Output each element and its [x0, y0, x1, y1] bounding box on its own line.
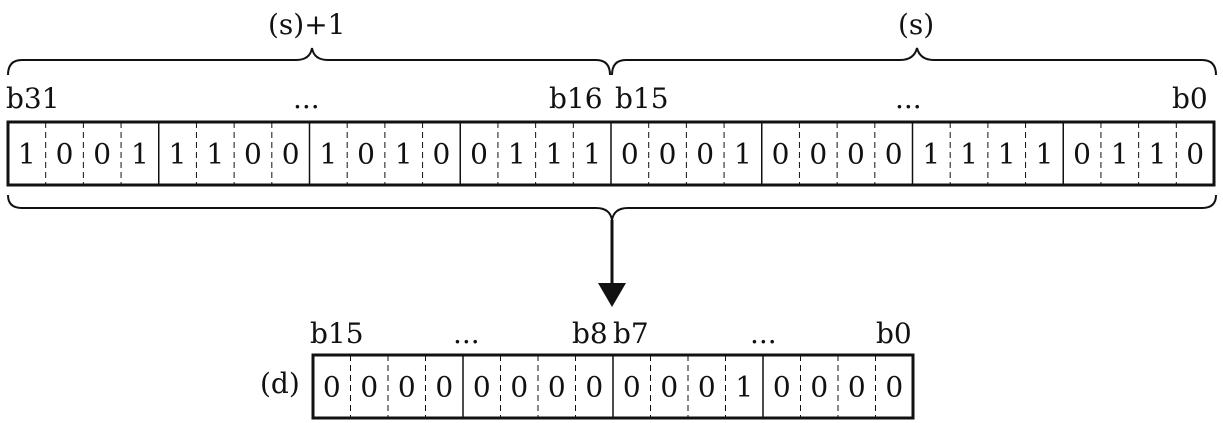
bottom-register-bit-cell: 0	[510, 371, 528, 404]
top-register-bit-cell: 1	[206, 138, 224, 171]
upper-word-brace	[7, 47, 611, 76]
bottom-register-bit-cell: 0	[435, 371, 453, 404]
conversion-arrow-head	[598, 283, 626, 307]
bottom-right-dots: ...	[750, 317, 777, 350]
top-msb-label: b31	[6, 82, 60, 115]
bottom-lsb-label: b0	[876, 317, 912, 350]
top-left-dots: ...	[293, 82, 320, 115]
bottom-register-bit-cell: 0	[360, 371, 378, 404]
bottom-b7-label: b7	[613, 317, 649, 350]
top-register-bit-cell: 1	[169, 138, 187, 171]
bottom-register-bit-cell: 0	[698, 371, 716, 404]
bottom-register-bit-cell: 0	[660, 371, 678, 404]
bottom-register-bit-cell: 0	[773, 371, 791, 404]
top-register-bit-cell: 1	[922, 138, 940, 171]
bottom-register-bit-cell: 0	[623, 371, 641, 404]
bottom-register-bit-cell: 0	[548, 371, 566, 404]
lower-word-brace	[611, 47, 1217, 76]
top-register-bit-cell: 1	[960, 138, 978, 171]
top-register-bit-cell: 1	[131, 138, 149, 171]
destination-label: (d)	[260, 367, 300, 400]
top-register-bit-cell: 0	[696, 138, 714, 171]
top-register-bit-cell: 1	[998, 138, 1016, 171]
top-register-bit-cell: 0	[282, 138, 300, 171]
top-register-bit-cell: 1	[1111, 138, 1129, 171]
lower-word-label: (s)	[898, 8, 934, 41]
top-register-bit-cell: 0	[621, 138, 639, 171]
top-b15-label: b15	[615, 82, 669, 115]
top-lsb-label: b0	[1172, 82, 1208, 115]
bottom-b8-label: b8	[572, 317, 608, 350]
top-register-bit-cell: 1	[18, 138, 36, 171]
top-register-bit-cell: 1	[508, 138, 526, 171]
bottom-register-bit-cell: 1	[735, 371, 753, 404]
top-register-bit-cell: 0	[244, 138, 262, 171]
top-register-bit-cell: 1	[1035, 138, 1053, 171]
top-register-bit-cell: 0	[1073, 138, 1091, 171]
top-b16-label: b16	[549, 82, 603, 115]
top-right-dots: ...	[895, 82, 922, 115]
bottom-msb-label: b15	[310, 317, 364, 350]
bottom-register-bit-cell: 0	[585, 371, 603, 404]
bottom-register-bit-cell: 0	[323, 371, 341, 404]
upper-word-label: (s)+1	[268, 8, 346, 41]
top-register-bit-cell: 0	[809, 138, 827, 171]
bottom-register-bit-cell: 0	[885, 371, 903, 404]
top-register-bit-cell: 0	[659, 138, 677, 171]
top-register-bit-cell: 0	[470, 138, 488, 171]
top-register-bit-cell: 0	[1186, 138, 1204, 171]
top-register-bit-cell: 0	[847, 138, 865, 171]
top-register-bit-cell: 0	[357, 138, 375, 171]
top-register-bit-cell: 0	[885, 138, 903, 171]
top-register-bit-cell: 1	[546, 138, 564, 171]
top-register-bit-cell: 1	[583, 138, 601, 171]
top-register-bit-cell: 0	[56, 138, 74, 171]
top-register-bit-cell: 1	[319, 138, 337, 171]
bottom-register-bit-cell: 0	[848, 371, 866, 404]
bottom-left-dots: ...	[453, 317, 480, 350]
bottom-register-bit-cell: 0	[473, 371, 491, 404]
top-register-bit-cell: 0	[772, 138, 790, 171]
bottom-register-bit-cell: 0	[398, 371, 416, 404]
bottom-register-bit-cell: 0	[810, 371, 828, 404]
register-combine-brace	[7, 194, 1217, 221]
top-register-bit-cell: 1	[734, 138, 752, 171]
top-register-bit-cell: 1	[395, 138, 413, 171]
top-register-bit-cell: 0	[432, 138, 450, 171]
top-register-bit-cell: 0	[93, 138, 111, 171]
top-register-bit-cell: 1	[1149, 138, 1167, 171]
